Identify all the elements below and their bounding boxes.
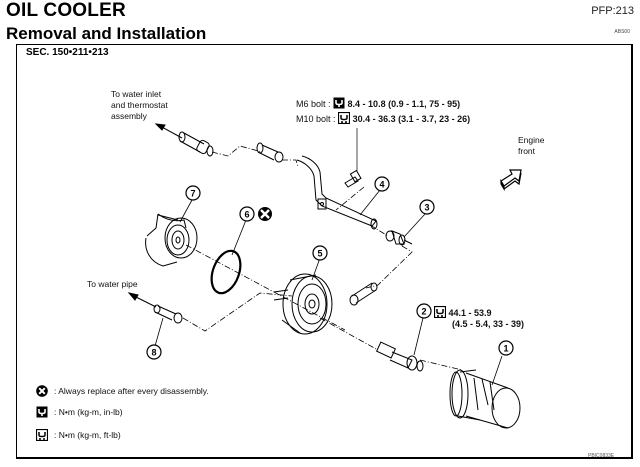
svg-text:2: 2 (421, 307, 426, 317)
legend-torque-ftlb: : N•m (kg-m, ft-lb) (36, 429, 121, 441)
reference-code: ABS00 (614, 29, 630, 35)
pipe-bolt (344, 128, 362, 188)
torque-m6: M6 bolt : 8.4 - 10.8 (0.9 - 1.1, 75 - 95… (296, 97, 461, 109)
replace-always-icon (258, 207, 272, 221)
callout-1: 1 (498, 340, 514, 356)
connector-bolt-part (375, 341, 424, 372)
arrow-to-water-inlet (154, 123, 183, 139)
torque-m10: M10 bolt : 30.4 - 36.3 (3.1 - 3.7, 23 - … (296, 112, 471, 124)
figure-code: PBIC0833E (588, 453, 615, 459)
svg-text:1: 1 (503, 344, 508, 354)
legend-replace: : Always replace after every disassembly… (36, 385, 209, 397)
callout-2: 2 (416, 303, 432, 319)
label-engine-front: Engine front (518, 135, 545, 156)
torque-ftlb-icon (434, 306, 446, 318)
torque-part-2-secondary: (4.5 - 5.4, 33 - 39) (452, 319, 525, 329)
diagram-frame (16, 44, 633, 459)
svg-text:8: 8 (151, 348, 156, 358)
svg-text:3: 3 (424, 203, 429, 213)
engine-front-arrow-icon (500, 169, 522, 192)
connector-3 (385, 230, 413, 246)
legend-torque-inlb: : N•m (kg-m, in-lb) (36, 406, 123, 418)
page-title: OIL COOLER (6, 0, 126, 21)
torque-ftlb-icon (338, 112, 351, 124)
callout-6: 6 (239, 206, 255, 222)
callout-5: 5 (312, 245, 328, 261)
oil-filter-part (449, 369, 521, 429)
torque-inlb-icon (333, 97, 345, 109)
mount-part (145, 213, 198, 267)
cooler-connector (349, 282, 378, 306)
label-water-pipe: To water pipe (87, 279, 138, 289)
torque-inlb-icon (36, 406, 48, 418)
torque-part-2: 44.1 - 53.9 (434, 306, 492, 319)
callout-7: 7 (185, 185, 201, 201)
pfp-code: PFP:213 (591, 5, 634, 17)
mid-connector (256, 142, 284, 163)
svg-text:5: 5 (317, 249, 322, 259)
lower-connector (153, 304, 183, 324)
callout-3: 3 (419, 199, 435, 215)
replace-always-icon (36, 385, 48, 397)
o-ring-part (210, 249, 242, 295)
section-number: SEC. 150•211•213 (26, 47, 109, 58)
upper-hose-connector (178, 131, 214, 157)
oil-cooler-part (273, 273, 333, 335)
callout-leaders (154, 189, 503, 386)
centerlines (182, 145, 463, 371)
label-water-inlet: To water inlet and thermostat assembly (111, 89, 168, 121)
svg-text:6: 6 (244, 210, 249, 220)
water-pipe-part (296, 155, 378, 230)
callout-8: 8 (146, 344, 162, 360)
callout-4: 4 (374, 176, 390, 192)
svg-text:4: 4 (379, 180, 384, 190)
page-subtitle: Removal and Installation (6, 24, 207, 43)
arrow-to-water-pipe (127, 292, 157, 308)
torque-ftlb-icon (36, 429, 48, 441)
svg-text:7: 7 (190, 189, 195, 199)
